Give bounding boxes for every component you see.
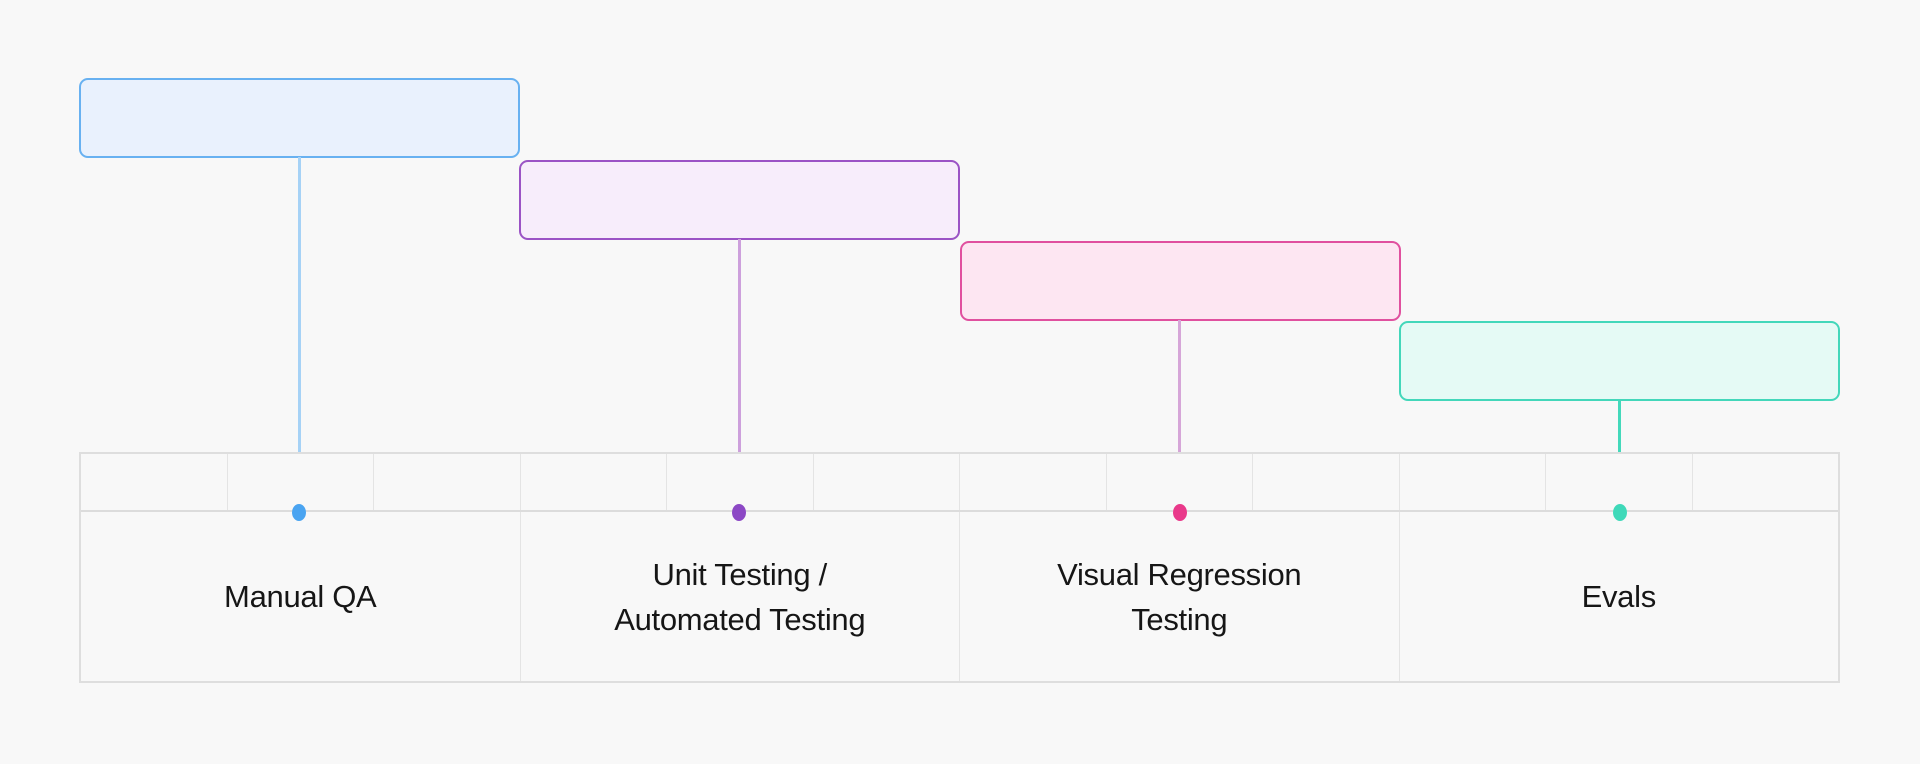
connector-line-visual-regression — [1178, 320, 1181, 512]
tick-cell — [521, 454, 667, 510]
stage-card-unit-testing[interactable] — [519, 160, 960, 240]
stage-card-visual-regression[interactable] — [960, 241, 1401, 321]
timeline-label-visual-regression: Visual Regression Testing — [1057, 556, 1302, 637]
timeline-label-manual-qa: Manual QA — [224, 579, 377, 614]
tick-cell — [374, 454, 521, 510]
timeline-label-cell-evals: Evals — [1400, 512, 1839, 681]
stage-card-evals[interactable] — [1399, 321, 1840, 401]
connector-line-unit-testing — [738, 239, 741, 512]
timeline-dot-visual-regression — [1173, 504, 1187, 521]
tick-cell — [1400, 454, 1546, 510]
timeline-dot-evals — [1613, 504, 1627, 521]
tick-cell — [228, 454, 374, 510]
timeline-label-unit-testing: Unit Testing / Automated Testing — [614, 556, 866, 637]
stage-card-manual-qa[interactable] — [79, 78, 520, 158]
connector-line-manual-qa — [298, 157, 301, 512]
timeline-tick-row — [81, 454, 1838, 512]
timeline-label-row: Manual QA Unit Testing / Automated Testi… — [81, 512, 1838, 681]
timeline-label-cell-visual-regression: Visual Regression Testing — [960, 512, 1400, 681]
tick-cell — [960, 454, 1107, 510]
timeline-dot-manual-qa — [292, 504, 306, 521]
timeline-dot-unit-testing — [732, 504, 746, 521]
timeline-table: Manual QA Unit Testing / Automated Testi… — [79, 452, 1840, 683]
tick-cell — [81, 454, 228, 510]
timeline-label-evals: Evals — [1581, 579, 1657, 614]
tick-cell — [667, 454, 814, 510]
tick-cell — [1107, 454, 1253, 510]
timeline-label-cell-unit-testing: Unit Testing / Automated Testing — [521, 512, 960, 681]
tick-cell — [1546, 454, 1693, 510]
timeline-label-cell-manual-qa: Manual QA — [81, 512, 521, 681]
tick-cell — [1693, 454, 1839, 510]
tick-cell — [814, 454, 960, 510]
tick-cell — [1253, 454, 1400, 510]
